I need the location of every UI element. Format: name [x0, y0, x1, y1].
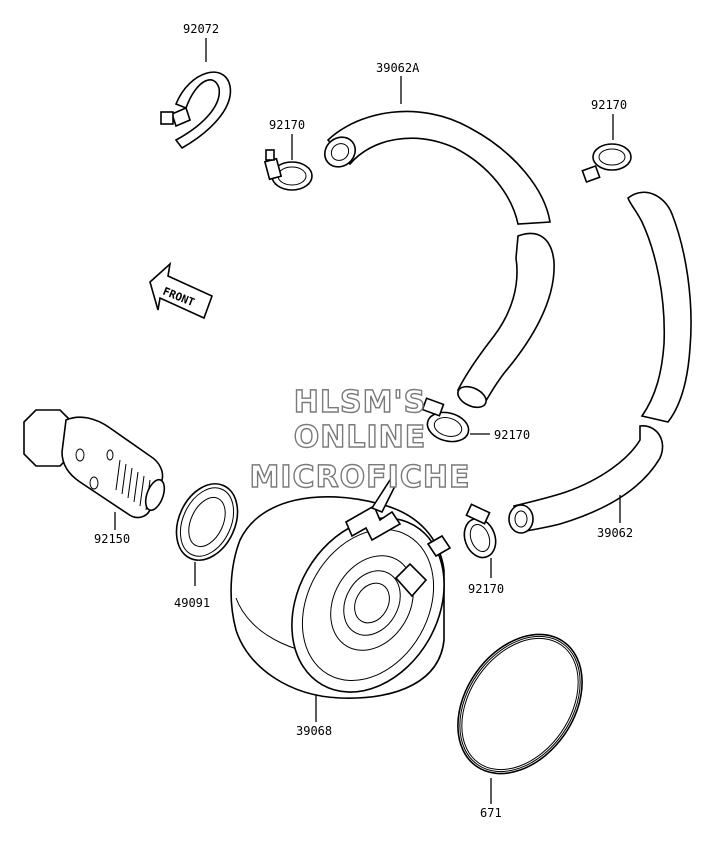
clamp-upper-right[interactable] — [581, 143, 632, 184]
oring-part[interactable] — [432, 611, 608, 797]
label-cooler[interactable]: 39068 — [296, 724, 332, 738]
label-hose-upper[interactable]: 39062A — [376, 61, 420, 75]
banjo-bolt-part[interactable] — [23, 409, 168, 519]
label-band[interactable]: 92072 — [183, 22, 219, 36]
oil-cooler-part[interactable] — [230, 478, 475, 720]
watermark-line-2: ONLINE — [294, 420, 427, 455]
hose-lower-part[interactable] — [508, 191, 692, 534]
watermark-line-1: HLSM'S — [294, 385, 426, 420]
label-clamp-mid-right[interactable]: 92170 — [494, 428, 530, 442]
front-arrow-icon: FRONT — [149, 261, 214, 320]
gasket-part[interactable] — [165, 474, 250, 570]
clamp-mid-right[interactable] — [421, 397, 471, 446]
watermark: HLSM'S ONLINE MICROFICHE — [249, 384, 471, 495]
hose-upper-part[interactable] — [319, 110, 555, 411]
label-clamp-lower[interactable]: 92170 — [468, 582, 504, 596]
label-clamp-upper-right[interactable]: 92170 — [591, 98, 627, 112]
label-clamp-upper-left[interactable]: 92170 — [269, 118, 305, 132]
label-hose-lower[interactable]: 39062 — [597, 526, 633, 540]
band-part[interactable] — [160, 71, 232, 150]
clamp-upper-left[interactable] — [263, 149, 313, 191]
label-gasket[interactable]: 49091 — [174, 596, 210, 610]
label-bolt[interactable]: 92150 — [94, 532, 130, 546]
clamp-lower[interactable] — [459, 503, 501, 562]
watermark-line-3: MICROFICHE — [250, 460, 471, 495]
label-oring[interactable]: 671 — [480, 806, 502, 820]
